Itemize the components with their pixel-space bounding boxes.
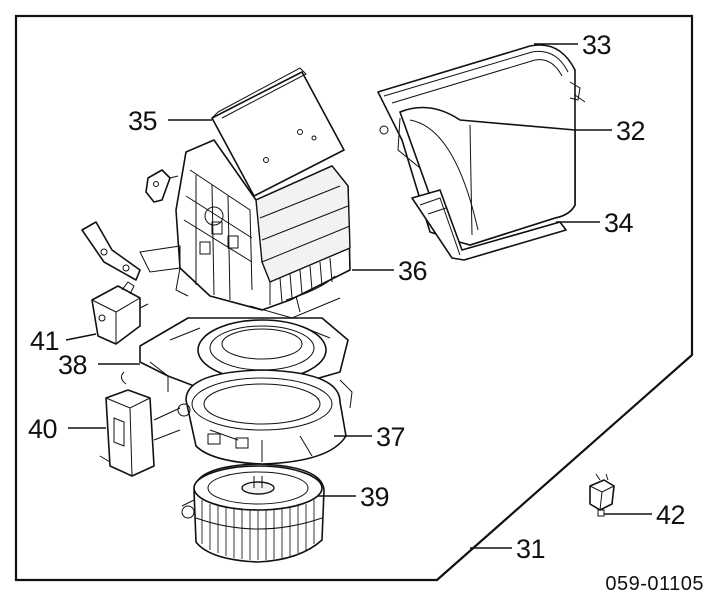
part-blower-motor <box>181 463 325 563</box>
diagram-code: 059-01105 <box>605 573 704 595</box>
leader-lines <box>65 43 652 549</box>
label-41: 41 <box>30 326 59 356</box>
part-filter-cover <box>377 44 586 261</box>
label-36: 36 <box>398 256 427 286</box>
part-small-bracket <box>145 169 179 203</box>
part-upper-housing <box>139 67 351 319</box>
label-32: 32 <box>616 116 645 146</box>
label-35: 35 <box>128 106 157 136</box>
part-actuator <box>91 281 149 345</box>
label-40: 40 <box>28 414 57 444</box>
part-resistor <box>589 473 615 517</box>
part-lower-case <box>120 317 349 393</box>
label-39: 39 <box>360 482 389 512</box>
callout-labels: 33 32 34 35 36 37 38 39 40 41 42 31 <box>28 30 686 564</box>
diagram-frame <box>14 14 694 582</box>
part-duct-bracket <box>99 389 181 477</box>
label-33: 33 <box>582 30 611 60</box>
label-37: 37 <box>376 422 405 452</box>
part-blower-housing <box>177 369 353 465</box>
label-38: 38 <box>58 350 87 380</box>
part-link-rod <box>81 221 141 281</box>
label-42: 42 <box>656 500 685 530</box>
label-31: 31 <box>516 534 545 564</box>
label-34: 34 <box>604 208 634 238</box>
leader-41 <box>65 333 97 341</box>
